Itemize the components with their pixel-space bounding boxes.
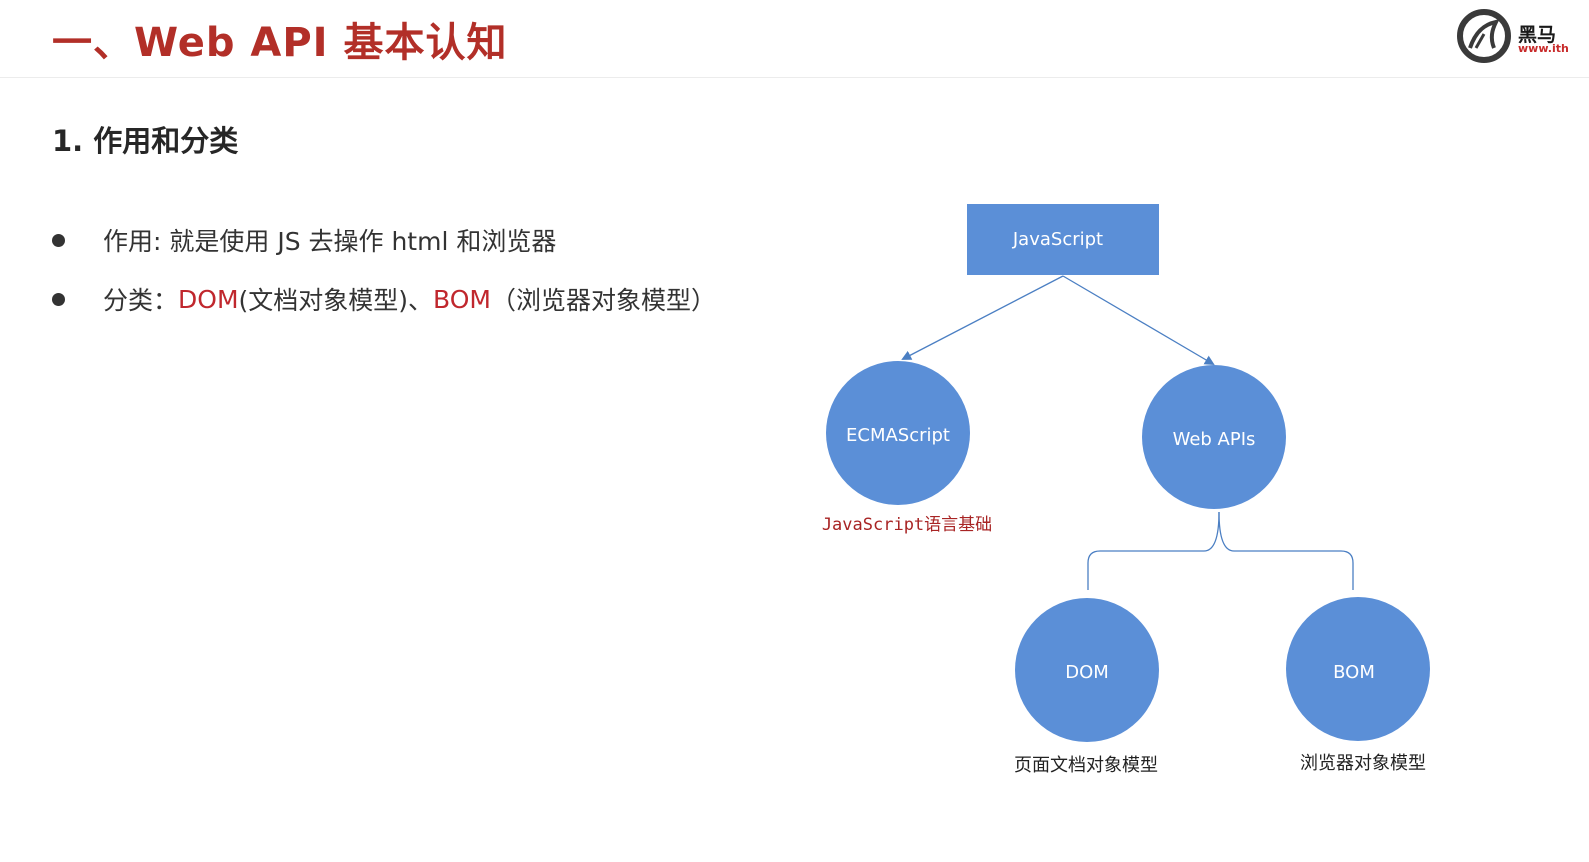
- node-javascript-label: JavaScript: [1012, 229, 1103, 250]
- page-title: 一、Web API 基本认知: [52, 20, 508, 66]
- dom-caption: 页面文档对象模型: [1014, 755, 1158, 776]
- edge-root-ecmascript: [901, 275, 1064, 360]
- section-heading: 1. 作用和分类: [52, 124, 239, 158]
- logo-url: www.ith: [1518, 42, 1569, 55]
- bullet-category-label: 分类：: [103, 286, 179, 315]
- bullet-purpose-text: 作用: 就是使用 JS 去操作 html 和浏览器: [103, 227, 557, 256]
- bullet-dot-icon: [52, 292, 65, 306]
- bullet-dot-icon: [52, 233, 65, 247]
- node-webapis: Web APIs: [1142, 365, 1286, 509]
- bom-term: BOM: [433, 284, 491, 314]
- node-bom-label: BOM: [1333, 662, 1375, 683]
- ecmascript-caption: JavaScript语言基础: [822, 515, 992, 535]
- logo-text: 黑马: [1518, 24, 1557, 46]
- brace-webapis-dom: [1087, 511, 1220, 590]
- node-dom-label: DOM: [1065, 662, 1109, 683]
- bom-caption: 浏览器对象模型: [1300, 753, 1426, 774]
- node-javascript: JavaScript: [967, 204, 1159, 275]
- bullet-category: 分类： DOM (文档对象模型)、 BOM （浏览器对象模型）: [52, 279, 716, 319]
- node-webapis-label: Web APIs: [1173, 429, 1256, 450]
- node-dom: DOM: [1015, 598, 1159, 742]
- dom-description: (文档对象模型)、: [238, 286, 434, 315]
- node-ecmascript-label: ECMAScript: [846, 425, 950, 446]
- node-bom: BOM: [1286, 597, 1430, 741]
- brace-webapis-bom: [1218, 511, 1354, 590]
- header-divider: [0, 77, 1589, 78]
- edge-root-webapis: [1062, 275, 1215, 366]
- dom-term: DOM: [178, 284, 239, 314]
- node-ecmascript: ECMAScript: [826, 361, 970, 505]
- brand-logo: 黑马 www.ith: [1456, 8, 1589, 64]
- logo-horse-icon: [1457, 9, 1511, 63]
- bullet-purpose: 作用: 就是使用 JS 去操作 html 和浏览器: [52, 220, 556, 260]
- bom-description: （浏览器对象模型）: [491, 286, 717, 315]
